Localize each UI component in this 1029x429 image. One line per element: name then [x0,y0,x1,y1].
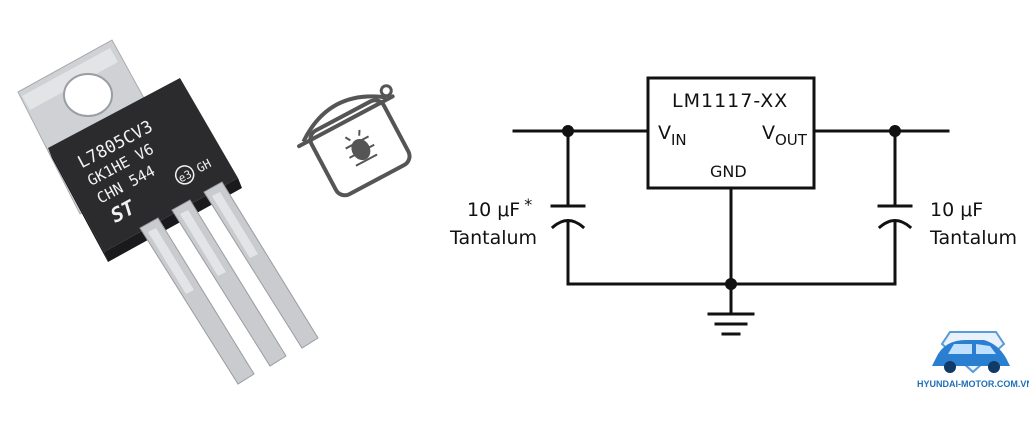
mounting-hole [63,73,113,117]
marking-e3: e3 [176,168,194,186]
rice-cooker-icon [297,84,412,198]
ic-name-label: LM1117-XX [672,90,788,112]
watermark-logo: HYUNDAI-MOTOR.COM.VN [917,331,1029,389]
voltage-regulator-photo: L7805CV3 GK1HE V6 CHN 544 e3 GH ST [17,39,319,385]
cap-left-value: 10 μF* [467,195,532,221]
cap-left-type: Tantalum [449,227,537,249]
gnd-label: GND [710,162,747,181]
regulator-pins [139,181,319,385]
regulator-schematic [512,76,950,336]
vout-label: VOUT [762,122,808,149]
marking-gh: GH [194,156,213,175]
cap-right-value: 10 μF [930,199,983,221]
watermark-text: HYUNDAI-MOTOR.COM.VN [917,379,1029,389]
cap-right-type: Tantalum [929,227,1017,249]
package-body [48,78,238,252]
junction-dots [562,125,901,290]
vin-label: VIN [658,122,687,149]
